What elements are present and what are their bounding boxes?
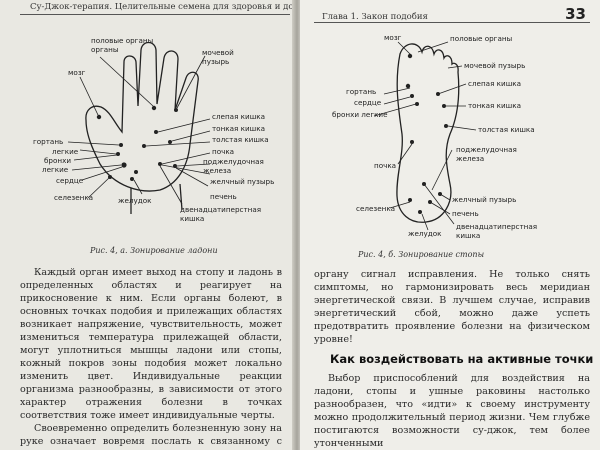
left-running-header: Су-Джок-терапия. Целительные семена для … bbox=[30, 2, 296, 12]
palm-points bbox=[96, 105, 178, 181]
palm-label-bronchi: бронхи bbox=[44, 156, 71, 165]
page-number: 33 bbox=[565, 5, 586, 23]
left-header-rule bbox=[20, 14, 290, 15]
section-heading: Как воздействовать на активные точки bbox=[330, 352, 594, 366]
palm-label-brain: мозг bbox=[68, 68, 86, 77]
right-paragraph-1: органу сигнал исправления. Не только сня… bbox=[314, 269, 590, 345]
left-paragraph-1: Каждый орган имеет выход на стопу и ладо… bbox=[20, 267, 282, 421]
right-body-text-1: органу сигнал исправления. Не только сня… bbox=[314, 268, 590, 346]
foot-label-bladder: мочевой пузырь bbox=[464, 61, 525, 70]
right-running-header: Глава 1. Закон подобия bbox=[322, 12, 428, 22]
palm-label-duodenum-2: кишка bbox=[180, 214, 204, 223]
foot-label-spleen: селезенка bbox=[356, 204, 395, 213]
palm-label-lungs: легкие bbox=[52, 147, 79, 156]
left-paragraph-2: Своевременно определить болезненную зону… bbox=[20, 423, 282, 450]
foot-label-gallbladder: желчный пузырь bbox=[452, 195, 516, 204]
palm-label-duodenum-1: двенадцатиперстная bbox=[180, 205, 261, 214]
left-body-text: Каждый орган имеет выход на стопу и ладо… bbox=[20, 266, 282, 450]
palm-label-spleen: селезенка bbox=[54, 193, 93, 202]
palm-zoning-figure: половые органы органы мочевой пузырь моз… bbox=[33, 36, 274, 223]
palm-label-bladder-2: пузырь bbox=[202, 57, 229, 66]
palm-label-bladder-1: мочевой bbox=[202, 48, 234, 57]
foot-zoning-figure: мозг половые органы мочевой пузырь горта… bbox=[332, 33, 537, 240]
palm-label-genitals-2: органы bbox=[91, 45, 119, 54]
palm-label-larynx: гортань bbox=[33, 137, 63, 146]
foot-label-cecum: слепая кишка bbox=[468, 79, 521, 88]
palm-label-cecum: слепая кишка bbox=[212, 112, 265, 121]
foot-label-duodenum-2: кишка bbox=[456, 231, 480, 240]
book-gutter bbox=[292, 0, 302, 450]
palm-label-stomach: желудок bbox=[118, 196, 152, 205]
left-page: Су-Джок-терапия. Целительные семена для … bbox=[0, 0, 296, 450]
foot-label-pancreas-2: железа bbox=[456, 154, 484, 163]
palm-label-heart: сердце bbox=[56, 176, 84, 185]
foot-points bbox=[405, 53, 448, 214]
palm-label-kidney: почка bbox=[212, 147, 234, 156]
foot-label-bronchi-lungs: бронхи легкие bbox=[332, 110, 388, 119]
palm-outline bbox=[85, 41, 199, 192]
foot-label-stomach: желудок bbox=[408, 229, 442, 238]
right-body-text-2: Выбор приспособлений для воздействия на … bbox=[314, 372, 590, 450]
palm-figure-caption: Рис. 4, а. Зонирование ладони bbox=[90, 246, 218, 255]
foot-label-genitals: половые органы bbox=[450, 34, 513, 43]
foot-label-larynx: гортань bbox=[346, 87, 376, 96]
foot-label-kidney: почка bbox=[374, 161, 396, 170]
palm-label-liver: печень bbox=[210, 192, 237, 201]
foot-label-duodenum-1: двенадцатиперстная bbox=[456, 222, 537, 231]
foot-label-heart: сердце bbox=[354, 98, 382, 107]
foot-label-liver: печень bbox=[452, 209, 479, 218]
palm-pointer-lines bbox=[67, 55, 211, 205]
foot-label-pancreas-1: поджелудочная bbox=[456, 145, 517, 154]
foot-figure-caption: Рис. 4, б. Зонирование стопы bbox=[358, 250, 485, 259]
foot-label-brain: мозг bbox=[384, 33, 402, 42]
palm-label-small-intestine: тонкая кишка bbox=[212, 124, 265, 133]
foot-label-colon: толстая кишка bbox=[478, 125, 535, 134]
foot-outline bbox=[396, 43, 460, 223]
palm-label-colon: толстая кишка bbox=[212, 135, 269, 144]
palm-label-gallbladder: желчный пузырь bbox=[210, 177, 274, 186]
palm-label-pancreas-1: поджелудочная bbox=[203, 157, 264, 166]
foot-label-small-intestine: тонкая кишка bbox=[468, 101, 521, 110]
palm-label-genitals: половые органы bbox=[91, 36, 154, 45]
palm-label-pancreas-2: железа bbox=[203, 166, 231, 175]
palm-label-lungs-2: легкие bbox=[42, 165, 69, 174]
right-page: Глава 1. Закон подобия 33 bbox=[300, 0, 600, 450]
foot-pointer-lines bbox=[373, 41, 477, 231]
right-paragraph-2: Выбор приспособлений для воздействия на … bbox=[314, 373, 590, 449]
right-header-rule bbox=[314, 22, 590, 23]
